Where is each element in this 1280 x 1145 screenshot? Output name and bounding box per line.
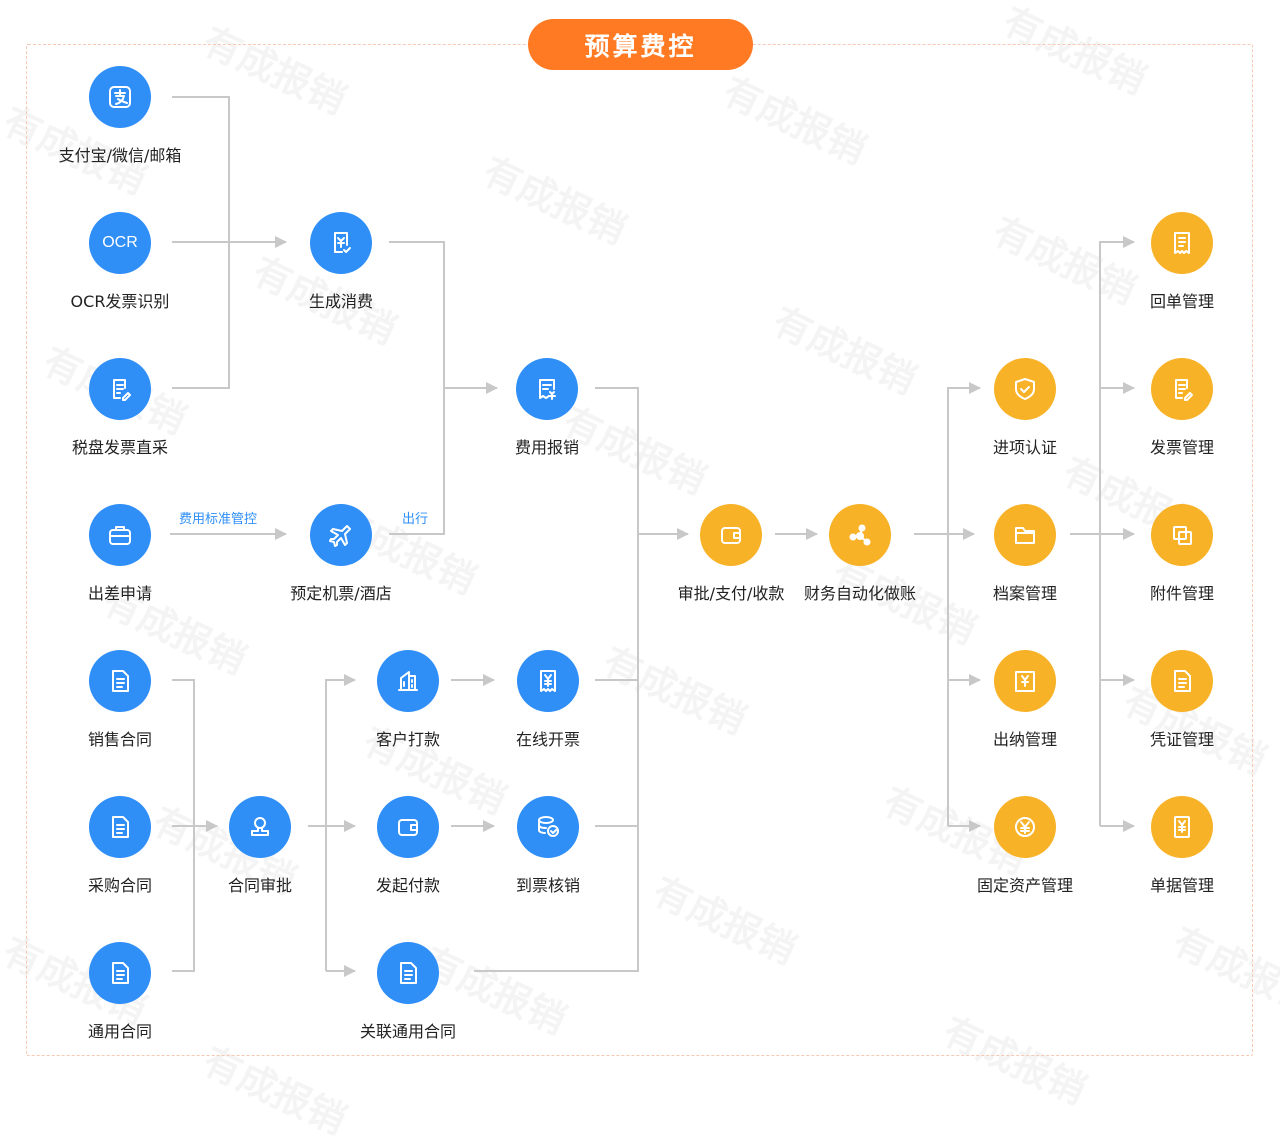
airplane-icon (310, 504, 372, 566)
node-consume: 生成消费 (241, 212, 441, 312)
node-auto: 财务自动化做账 (760, 504, 960, 604)
node-label: 附件管理 (1149, 584, 1214, 603)
node-bill: 单据管理 (1082, 796, 1280, 896)
node-general: 通用合同 (20, 942, 220, 1042)
node-label: 固定资产管理 (976, 876, 1073, 895)
wallet-icon (377, 796, 439, 858)
expense-receipt-icon (516, 358, 578, 420)
folder-icon (994, 504, 1056, 566)
node-label: 通用合同 (87, 1022, 152, 1041)
document-icon (377, 942, 439, 1004)
coins-check-icon (517, 796, 579, 858)
node-cashier: 出纳管理 (925, 650, 1125, 750)
briefcase-icon (89, 504, 151, 566)
node-label: 预定机票/酒店 (290, 584, 392, 603)
node-label: 生成消费 (308, 292, 373, 311)
node-attachment: 附件管理 (1082, 504, 1280, 604)
node-sales: 销售合同 (20, 650, 220, 750)
wallet-icon (700, 504, 762, 566)
node-label: OCR发票识别 (70, 292, 170, 311)
document-icon (89, 650, 151, 712)
node-label: 凭证管理 (1149, 730, 1214, 749)
node-invoice-mgmt: 发票管理 (1082, 358, 1280, 458)
building-icon (377, 650, 439, 712)
node-label: 在线开票 (515, 730, 580, 749)
ocr-icon: OCR (89, 212, 151, 274)
node-purchase: 采购合同 (20, 796, 220, 896)
node-fixed-asset: 固定资产管理 (925, 796, 1125, 896)
connector (1099, 236, 1135, 826)
node-label: 合同审批 (227, 876, 292, 895)
node-approve: 审批/支付/收款 (631, 504, 831, 604)
node-book: 预定机票/酒店 (241, 504, 441, 604)
node-alipay: 支付宝/微信/邮箱 (20, 66, 220, 166)
node-label: 审批/支付/收款 (677, 584, 785, 603)
yen-receipt-icon (517, 650, 579, 712)
node-label: 关联通用合同 (359, 1022, 456, 1041)
diagram-title: 预算费控 (528, 19, 753, 70)
shield-check-icon (994, 358, 1056, 420)
node-label: 财务自动化做账 (803, 584, 916, 603)
node-input-cert: 进项认证 (925, 358, 1125, 458)
node-invoice-verify: 到票核销 (448, 796, 648, 896)
invoice-edit-icon (89, 358, 151, 420)
node-archive: 档案管理 (925, 504, 1125, 604)
copy-icon (1151, 504, 1213, 566)
node-online-invoice: 在线开票 (448, 650, 648, 750)
yen-receipt-icon (1151, 796, 1213, 858)
node-voucher: 凭证管理 (1082, 650, 1280, 750)
node-label: 客户打款 (375, 730, 440, 749)
invoice-edit-icon (1151, 358, 1213, 420)
receipt-check-icon (310, 212, 372, 274)
node-trip: 出差申请 (20, 504, 220, 604)
document-icon (89, 942, 151, 1004)
connector-lines (170, 96, 1135, 977)
node-label: 费用报销 (514, 438, 579, 457)
node-tax: 税盘发票直采 (20, 358, 220, 458)
document-icon (89, 796, 151, 858)
edge-label-travel: 出行 (402, 512, 429, 527)
ocr-icon-text: OCR (102, 234, 138, 251)
alipay-icon (89, 66, 151, 128)
node-client-pay: 客户打款 (308, 650, 508, 750)
yen-coin-icon (994, 796, 1056, 858)
node-label: 销售合同 (87, 730, 152, 749)
node-related: 关联通用合同 (308, 942, 508, 1042)
node-reimb: 费用报销 (447, 358, 647, 458)
connector (325, 674, 356, 971)
node-label: 发起付款 (375, 876, 440, 895)
node-label: 到票核销 (515, 876, 580, 895)
node-label: 回单管理 (1149, 292, 1214, 311)
edge-label-standard: 费用标准管控 (179, 512, 258, 527)
node-label: 出纳管理 (992, 730, 1057, 749)
node-label: 单据管理 (1149, 876, 1214, 895)
stamp-icon (229, 796, 291, 858)
receipt-icon (1151, 212, 1213, 274)
node-label: 采购合同 (87, 876, 152, 895)
cash-book-icon (994, 650, 1056, 712)
network-icon (829, 504, 891, 566)
document-icon (1151, 650, 1213, 712)
node-label: 档案管理 (992, 584, 1057, 603)
node-initiate-pay: 发起付款 (308, 796, 508, 896)
node-ocr: OCR OCR发票识别 (20, 212, 220, 312)
node-label: 出差申请 (87, 584, 152, 603)
node-receipt: 回单管理 (1082, 212, 1280, 312)
node-contract-approve: 合同审批 (160, 796, 360, 896)
node-label: 发票管理 (1149, 438, 1214, 457)
node-label: 税盘发票直采 (71, 438, 168, 457)
node-label: 进项认证 (992, 438, 1057, 457)
node-label: 支付宝/微信/邮箱 (58, 146, 182, 165)
